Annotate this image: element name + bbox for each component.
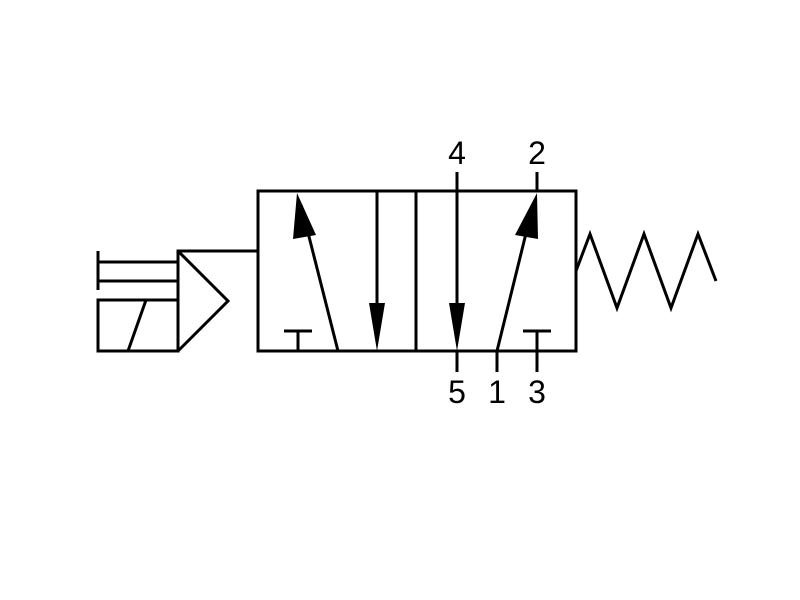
arrowhead-up-left [293, 193, 316, 239]
pilot-operator [176, 249, 258, 353]
solenoid-coil-slash [126, 299, 148, 352]
port-label-2: 2 [528, 135, 546, 171]
port-label-1: 1 [488, 374, 506, 410]
solenoid-operator [96, 251, 180, 353]
port-label-5: 5 [448, 374, 466, 410]
envelope-left-box [256, 189, 418, 353]
valve-envelope-left [256, 189, 418, 353]
pilot-triangle [176, 249, 231, 353]
envelope-right-box [414, 189, 578, 353]
arrowhead-down-right [449, 303, 465, 351]
port-label-4: 4 [448, 135, 466, 171]
arrowhead-down-left [369, 303, 385, 351]
port-label-3: 3 [528, 374, 546, 410]
valve-envelope-right [414, 189, 578, 353]
spring-return [574, 229, 718, 313]
arrowhead-up-right [515, 193, 538, 239]
port-lines [455, 172, 539, 372]
pilot-box [176, 249, 258, 351]
